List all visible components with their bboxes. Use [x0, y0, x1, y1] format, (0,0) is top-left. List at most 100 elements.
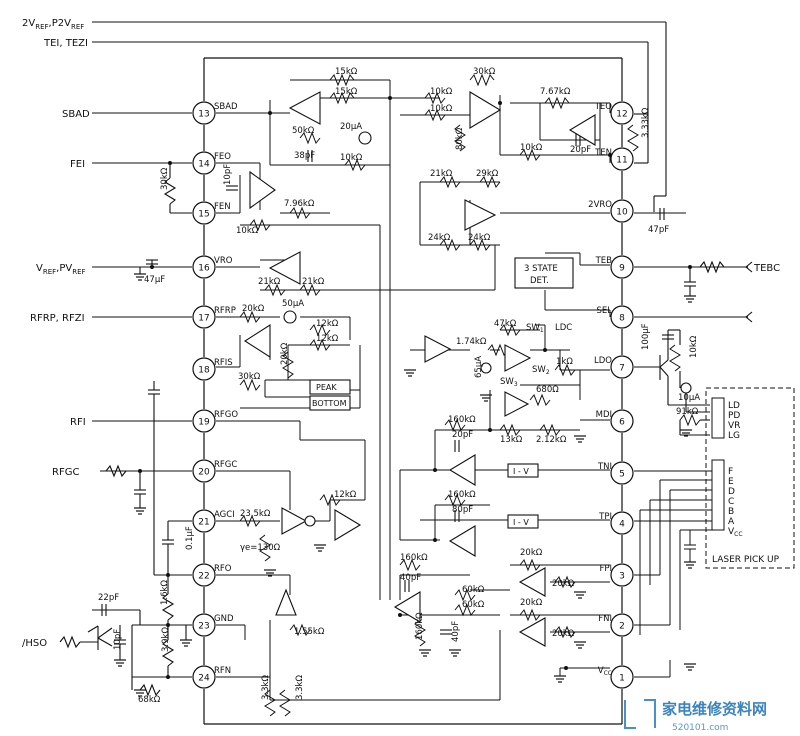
tni-op-amp: [448, 454, 476, 486]
signal-label-rfgc: RFGC: [52, 467, 79, 478]
label-iv-tni: I - V: [513, 467, 529, 476]
label-bottom: BOTTOM: [312, 399, 347, 408]
pin-circle: [192, 101, 216, 125]
laser-pd-pin-label: C: [728, 497, 734, 507]
pin-number: 19: [198, 418, 210, 428]
pin-number: 18: [198, 366, 210, 376]
signal-label-vref: VREF,PVREF: [36, 263, 86, 276]
te-op-amp: [469, 91, 502, 129]
sbad-op-amp: [288, 91, 321, 125]
pin-number: 17: [198, 314, 209, 324]
pin-circle: [610, 409, 634, 433]
fe-op-amp: [249, 170, 276, 210]
pin-circle: [610, 355, 634, 379]
pin-number: 12: [616, 110, 627, 120]
laser-ld-pin-label: LD: [728, 401, 740, 411]
label-r333k: 3.33kΩ: [641, 107, 651, 138]
label-r21k-c: 21kΩ: [302, 277, 325, 287]
pin-name: TEB: [595, 256, 613, 266]
pin-circle: [192, 509, 216, 533]
pin-number: 10: [616, 208, 628, 218]
label-r235k: 23.5kΩ: [240, 509, 271, 519]
label-r20k-v: 20kΩ: [280, 342, 290, 365]
pin-circle: [610, 199, 634, 223]
pin-number: 20: [198, 468, 210, 478]
external-signal-labels: 2VREF,P2VREF TEI, TEZI SBAD FEI VREF,PVR…: [22, 18, 780, 649]
label-r20k-b: 20kΩ: [552, 579, 575, 589]
label-r21k-b: 21kΩ: [258, 277, 281, 287]
pin-circle: [192, 665, 216, 689]
pin-number: 16: [198, 264, 210, 274]
pin-circle: [610, 665, 634, 689]
label-sw2: SW: [532, 365, 546, 375]
pin-name: SEL: [596, 306, 612, 316]
ic-package-outline: [203, 57, 623, 725]
pin-number: 15: [198, 210, 209, 220]
label-c100u: 100μF: [641, 323, 651, 350]
external-wires: [92, 21, 748, 472]
pin-circle: [192, 459, 216, 483]
label-r13k: 13kΩ: [500, 435, 523, 445]
pin-17: 17 RFRP: [192, 305, 236, 329]
pin-name: RFRP: [214, 306, 236, 316]
laser-pd-pin-label: A: [728, 517, 735, 527]
label-c10p-hs: 10pF: [113, 629, 123, 650]
2vro-op-amp: [464, 199, 497, 231]
pin-number: 9: [619, 264, 625, 274]
pin-number: 11: [616, 156, 627, 166]
label-c20p-a: 20pF: [570, 145, 591, 155]
label-r12k-b: 12kΩ: [316, 334, 339, 344]
label-r16k: 1.6kΩ: [160, 580, 170, 605]
right-pin-group: 12TEO11TEN102VRO9TEB8SEL7LDO6MDI5TNI4TPI…: [588, 101, 634, 689]
pin-name: TNI: [597, 462, 612, 472]
signal-label-fei: FEI: [70, 159, 85, 170]
pin-circle: [192, 151, 216, 175]
pin-number: 5: [619, 470, 625, 480]
current-source-10ua: [680, 382, 692, 394]
svg-text:SW3: SW3: [500, 377, 518, 388]
label-r21k-a: 21kΩ: [430, 169, 453, 179]
pin-name: SBAD: [214, 102, 238, 112]
label-iv-tpi: I - V: [513, 518, 529, 527]
pin-name: AGCI: [214, 510, 235, 520]
pin-number: 24: [198, 674, 210, 684]
laser-pd-pin-label: VCC: [728, 527, 743, 538]
vca-amp: [281, 507, 308, 535]
signal-label-hso: /HSO: [22, 638, 47, 649]
pin-number: 4: [619, 520, 625, 530]
label-r68k: 68kΩ: [138, 695, 161, 705]
pin-number: 21: [198, 518, 209, 528]
label-i20ua: 20μA: [340, 122, 362, 132]
pin-name: FEO: [214, 152, 231, 162]
pin-number: 3: [619, 572, 625, 582]
rfrp-op-amp: [243, 323, 271, 359]
pin-number: 7: [619, 364, 625, 374]
label-r10k-c: 10kΩ: [340, 153, 363, 163]
label-r10k-b: 10kΩ: [430, 104, 453, 114]
label-gamma: γe=130Ω: [240, 543, 281, 553]
pin-circle: [192, 409, 216, 433]
laser-pick-up-frame: [705, 387, 795, 569]
pin-circle: [610, 613, 634, 637]
signal-label-rfi: RFI: [70, 417, 86, 428]
label-c40p-a: 40pF: [400, 573, 421, 583]
left-pin-group: 13SBAD14FEO15FEN16VRO17RFRP18RFIS19RFGO2…: [192, 101, 238, 689]
current-source-20ua: [358, 131, 372, 145]
internal-wiring: [216, 79, 611, 701]
label-r12k-a: 12kΩ: [316, 319, 339, 329]
agc-op-amp: [334, 509, 362, 541]
label-r10k-ld: 10kΩ: [689, 335, 699, 358]
pin-number: 8: [619, 314, 625, 324]
fpi-op-amp: [518, 567, 546, 597]
label-r30k-fe: 30kΩ: [160, 167, 170, 190]
pin-circle: [610, 305, 634, 329]
label-r33k-b: 3.3kΩ: [295, 675, 305, 700]
laser-pick-up-title: LASER PICK UP: [712, 555, 780, 565]
watermark: 家电维修资料网 520101.com: [624, 699, 767, 733]
